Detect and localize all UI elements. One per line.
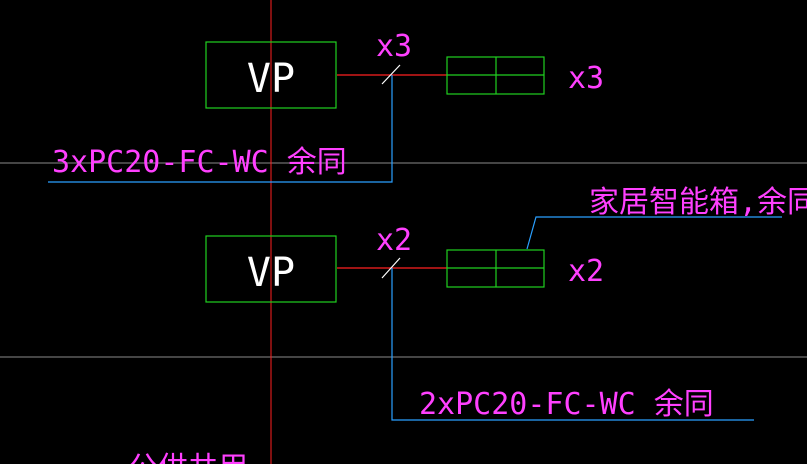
multiplier-right-top-label: x3 <box>568 61 604 96</box>
vp-box-bottom[interactable] <box>205 235 337 303</box>
callout-text: 家居智能箱,余同 <box>589 185 807 220</box>
vp-box-top[interactable] <box>205 41 337 109</box>
vp-label-top: VP <box>247 56 295 102</box>
bottom-edge-partial-text: 公供共用 <box>128 451 248 464</box>
tick-mark-top <box>381 64 401 85</box>
multiplier-top-label: x3 <box>376 29 412 64</box>
multiplier-right-bottom-label: x2 <box>568 254 604 289</box>
tick-mark-bottom <box>381 257 401 279</box>
leader-line-bottom <box>391 268 754 421</box>
callout-leader-line <box>526 216 782 250</box>
leader-line-top <box>48 75 393 183</box>
multiplier-top-label-bottom: x2 <box>376 223 412 258</box>
top-vp-group: VP x3 x3 3xPC20-FC-WC 余同 <box>48 29 604 183</box>
bottom-vp-group: VP x2 x2 家居智能箱,余同 2xPC20-FC-WC 余同 <box>205 185 807 422</box>
cable-note-top: 3xPC20-FC-WC 余同 <box>52 145 347 180</box>
vp-label-bottom: VP <box>247 250 295 296</box>
cable-note-bottom: 2xPC20-FC-WC 余同 <box>419 387 714 422</box>
